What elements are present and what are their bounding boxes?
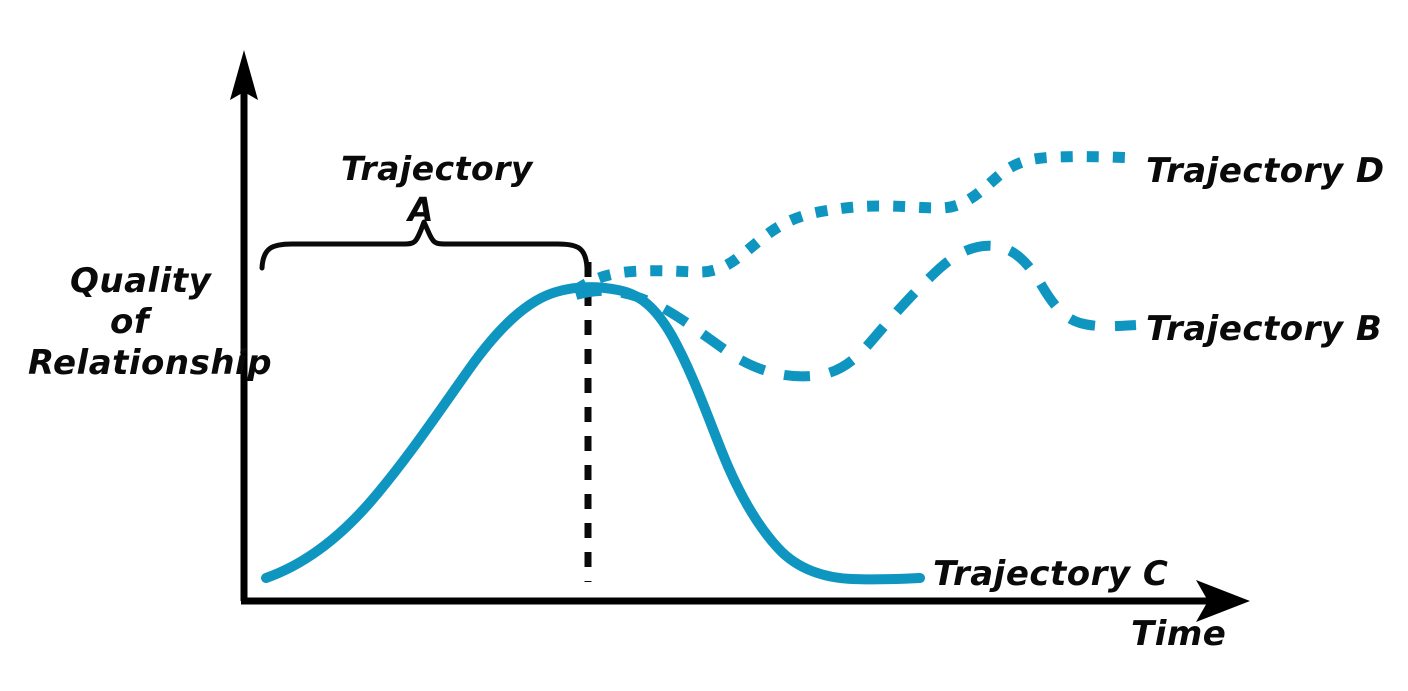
y-axis-label-line2: of — [110, 302, 153, 342]
x-axis-arrowhead — [1196, 580, 1250, 622]
y-axis-arrowhead — [230, 50, 258, 100]
trajectory-c-label: Trajectory C — [933, 554, 1168, 594]
trajectory-a-brace — [259, 219, 590, 271]
axis-group — [230, 50, 1250, 622]
x-axis-label: Time — [1131, 614, 1226, 654]
y-axis-label-line1: Quality — [70, 261, 213, 301]
brace-path — [259, 219, 590, 271]
trajectory-b-curve — [574, 240, 1137, 382]
brace-label-line2: A — [405, 190, 434, 229]
trajectory-d-label: Trajectory D — [1146, 151, 1385, 191]
trajectory-b-label: Trajectory B — [1146, 309, 1382, 349]
trajectory-a-c-curve — [261, 282, 925, 585]
y-axis-label-line3: Relationship — [28, 343, 272, 383]
brace-label-line1: Trajectory — [341, 149, 534, 188]
trajectory-d-curve — [572, 151, 1137, 295]
